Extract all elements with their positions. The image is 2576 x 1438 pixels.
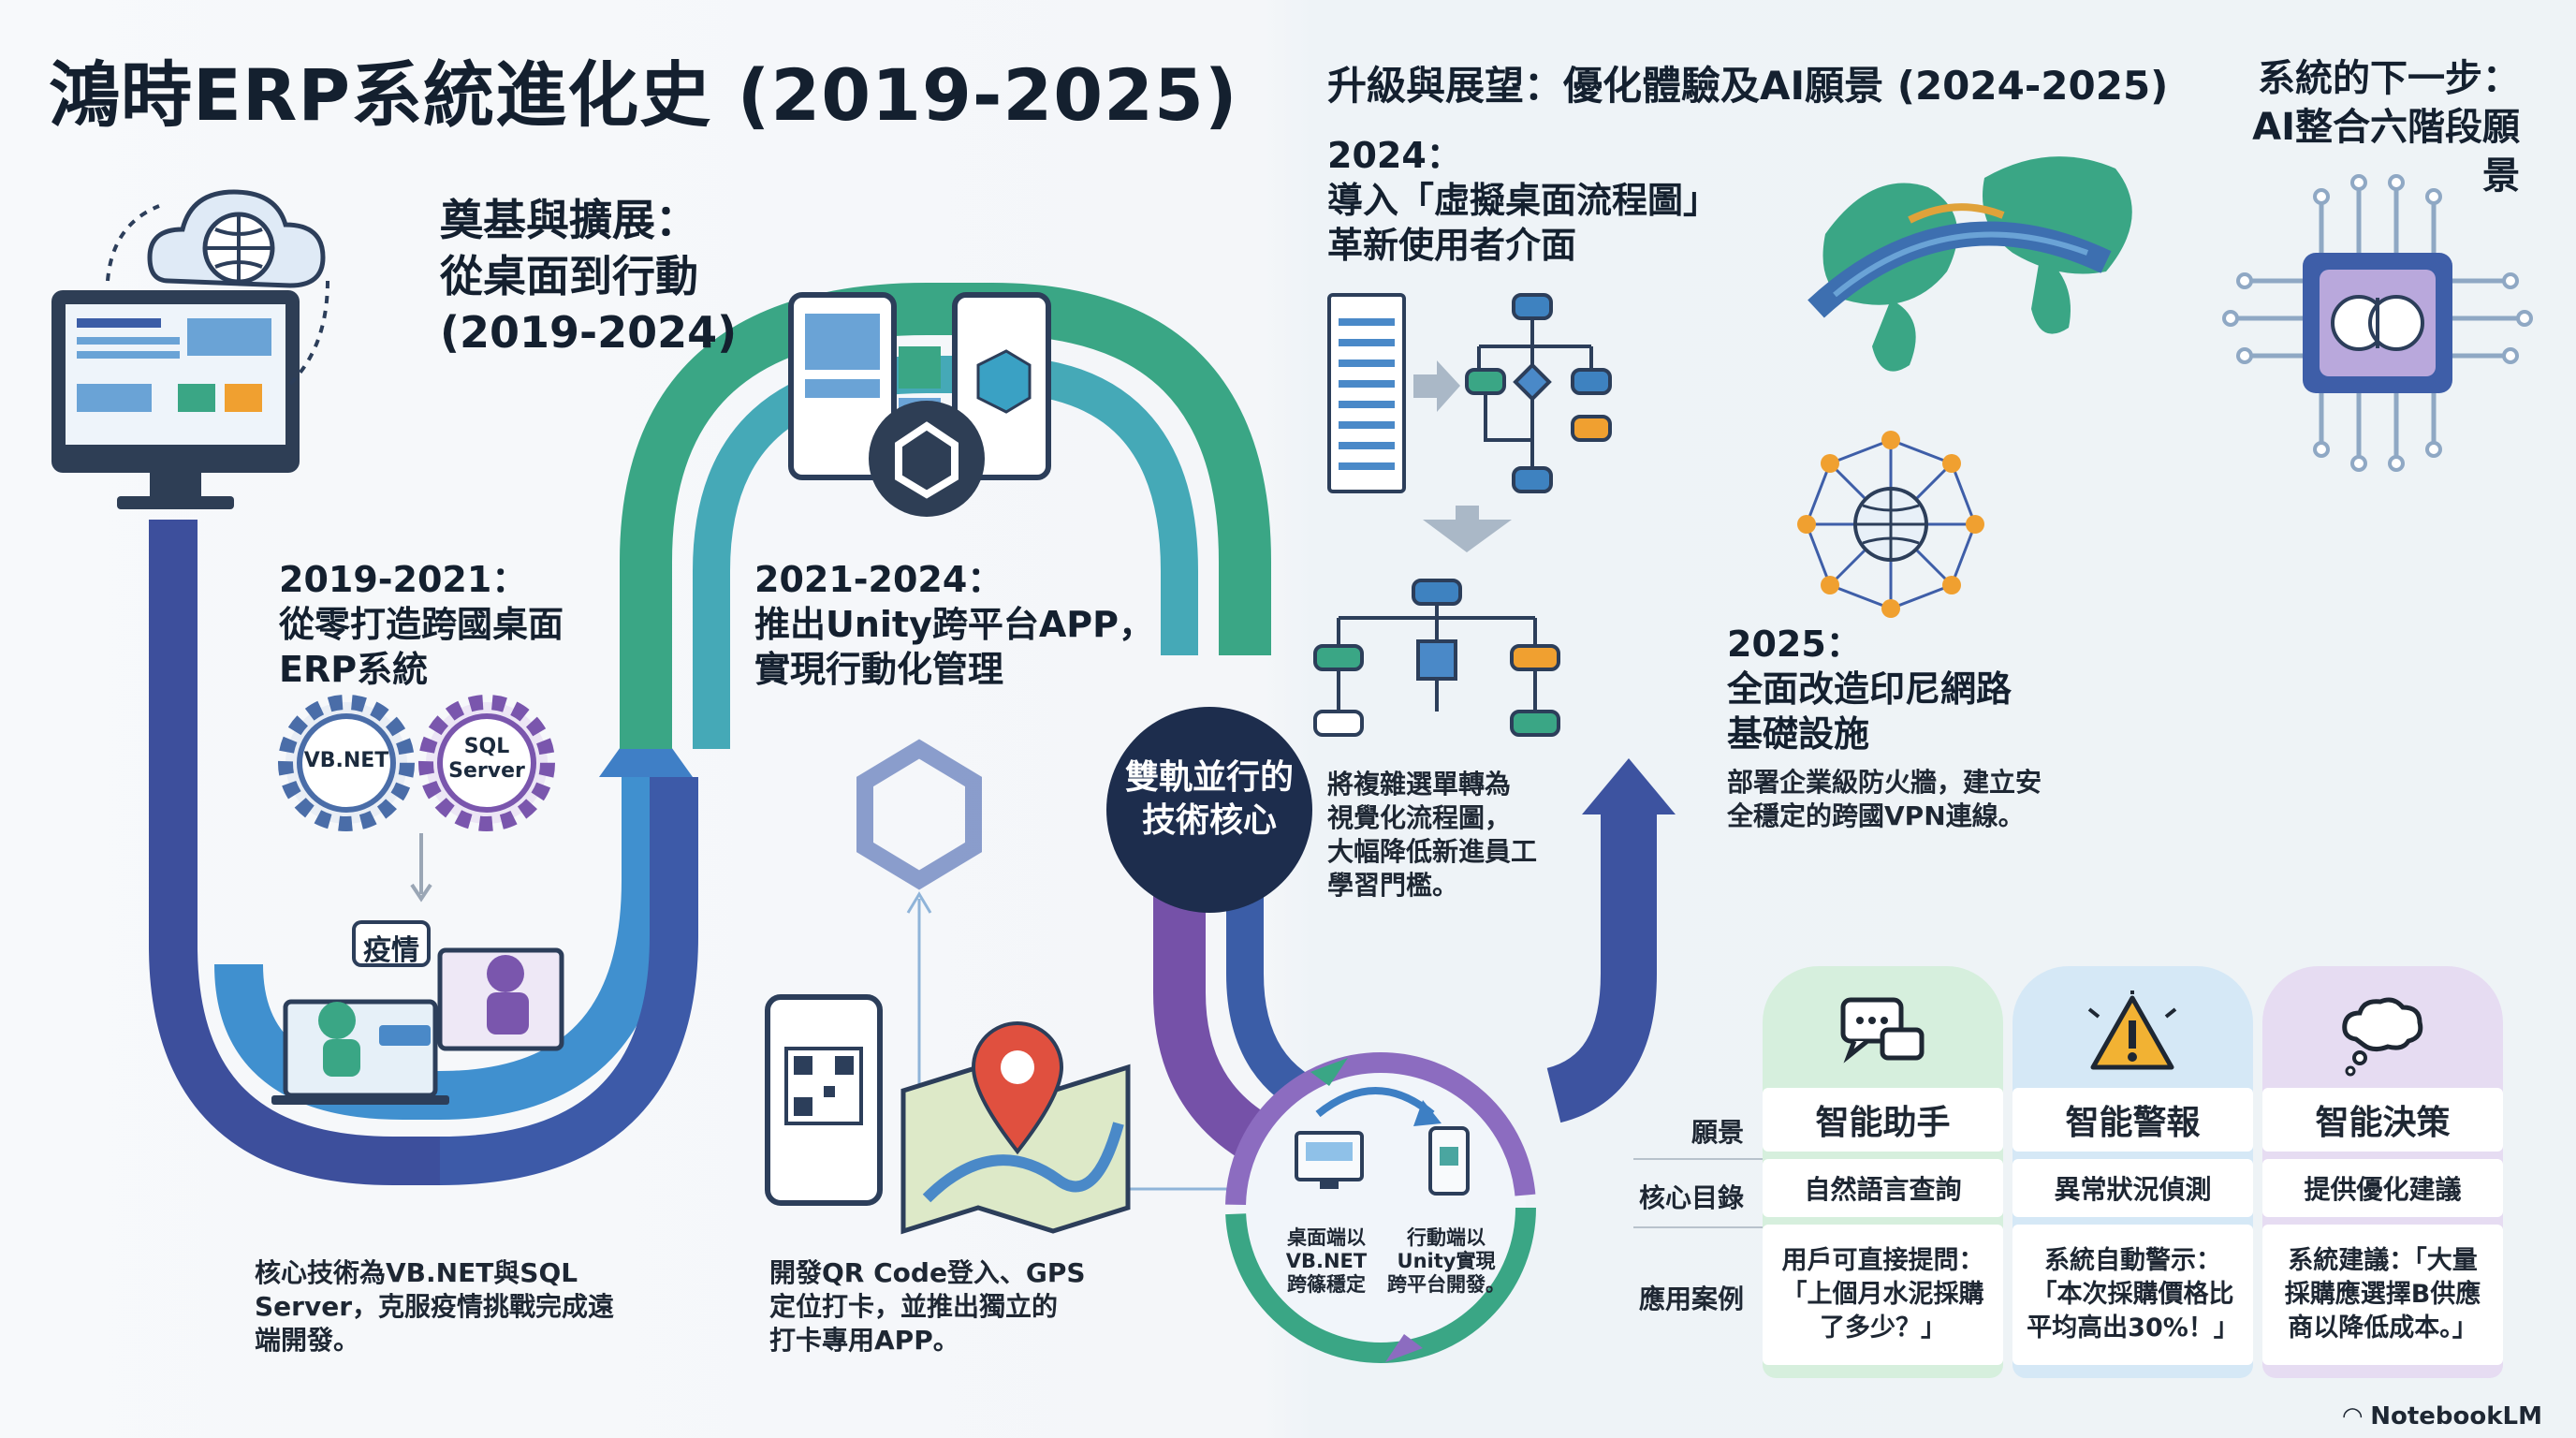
arc-lightblue-u <box>214 768 670 1120</box>
next-step-title: 系統的下一步： AI整合六階段願景 <box>2252 57 2520 198</box>
flowchart-top <box>1465 293 1612 493</box>
ai-card-assistant-name: 智能助手 <box>1763 1088 2003 1152</box>
ai-card-decision-case: 系統建議：「大量 採購應選擇B供應 商以降低成本。」 <box>2262 1225 2503 1365</box>
page-title: 鴻時ERP系統進化史 (2019-2025) <box>49 53 1238 137</box>
core-circle <box>1106 707 1312 913</box>
thought-icon <box>2342 997 2423 1077</box>
right-section-title: 升級與展望：優化體驗及AI願景 (2024-2025) <box>1327 63 2169 109</box>
ai-card-decision-name: 智能決策 <box>2262 1088 2503 1152</box>
ai-card-alert-goal: 異常狀況偵測 <box>2012 1159 2253 1217</box>
gear-sql-label: SQL Server <box>448 735 525 783</box>
m2021-title: 2021-2024： 推出Unity跨平台APP， 實現行動化管理 <box>754 559 1154 690</box>
ai-card-assistant-goal: 自然語言查詢 <box>1763 1159 2003 1217</box>
m2025-title: 2025： 全面改造印尼網路 基礎設施 <box>1727 624 2012 755</box>
flowchart-bottom <box>1313 579 1560 737</box>
ai-card-alert: 智能警報 異常狀況偵測 系統自動警示： 「本次採購價格比 平均高出30%！」 <box>2012 966 2253 1378</box>
ai-chip <box>2237 187 2518 459</box>
m2019-desc: 核心技術為VB.NET與SQL Server，克服疫情挑戰完成遠 端開發。 <box>255 1257 615 1356</box>
arc-right-arrowhead <box>1582 758 1676 814</box>
row-label-vision: 願景 <box>1690 1117 1744 1148</box>
bubble-label: 疫情 <box>363 934 419 967</box>
core-label: 雙軌並行的 技術核心 <box>1124 758 1294 840</box>
m2021-desc: 開發QR Code登入、GPS 定位打卡，並推出獨立的 打卡專用APP。 <box>769 1257 1086 1356</box>
brand-name: NotebookLM <box>2370 1402 2542 1431</box>
ai-card-alert-name: 智能警報 <box>2012 1088 2253 1152</box>
ai-card-assistant: 智能助手 自然語言查詢 用戶可直接提問： 「上個月水泥採購 了多少？」 <box>1763 966 2003 1378</box>
arc-right-rise <box>1545 805 1657 1123</box>
ai-card-decision-goal: 提供優化建議 <box>2262 1159 2503 1217</box>
arc-navy-u <box>149 520 440 1185</box>
core-desktop-label: 桌面端以 VB.NET 跨篠穩定 <box>1285 1226 1368 1296</box>
m2024-desc: 將複雜選單轉為 視覺化流程圖， 大幅降低新進員工 學習門檻。 <box>1327 769 1538 901</box>
brand-logo: ◠ NotebookLM <box>2343 1402 2542 1431</box>
ai-card-alert-case: 系統自動警示： 「本次採購價格比 平均高出30%！」 <box>2012 1225 2253 1365</box>
chat-icon <box>1840 997 1925 1064</box>
arc-connector <box>439 777 698 1185</box>
m2025-desc: 部署企業級防火牆，建立安 全穩定的跨國VPN連線。 <box>1727 767 2042 831</box>
warning-icon <box>2087 990 2177 1070</box>
map-pin <box>971 1021 1064 1155</box>
phase1-heading: 奠基與擴展： 從桌面到行動 (2019-2024) <box>440 195 738 358</box>
ai-card-decision: 智能決策 提供優化建議 系統建議：「大量 採購應選擇B供應 商以降低成本。」 <box>2262 966 2503 1378</box>
row-label-goal: 核心目錄 <box>1638 1182 1744 1213</box>
gear-vbnet-label: VB.NET <box>303 749 389 772</box>
notebooklm-icon: ◠ <box>2343 1402 2371 1431</box>
core-mobile-label: 行動端以 Unity實現 跨平台開發。 <box>1387 1226 1505 1296</box>
m2024-title: 2024： 導入「虛擬桌面流程圖」 革新使用者介面 <box>1327 135 1720 266</box>
unity-logo-faded <box>856 739 982 890</box>
row-label-case: 應用案例 <box>1638 1284 1744 1314</box>
ai-card-assistant-case: 用戶可直接提問： 「上個月水泥採購 了多少？」 <box>1763 1225 2003 1365</box>
m2019-title: 2019-2021： 從零打造跨國桌面 ERP系統 <box>279 559 564 690</box>
unity-badge <box>869 401 985 517</box>
